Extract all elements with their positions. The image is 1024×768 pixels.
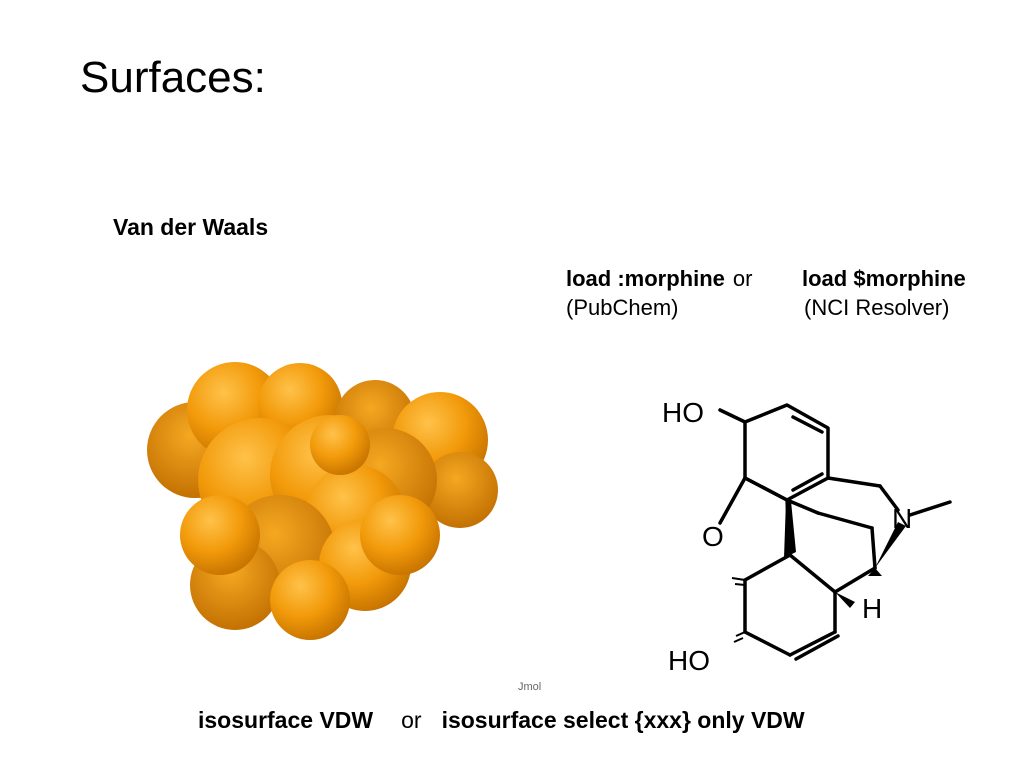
hydroxyl-label-bottom: HO bbox=[668, 645, 710, 676]
isosurface-vdw-command: isosurface VDW bbox=[198, 707, 374, 733]
vdw-blob bbox=[147, 362, 498, 640]
source-row: (PubChem) (NCI Resolver) bbox=[566, 293, 949, 322]
command-row: load :morphine or load $morphine bbox=[566, 264, 966, 293]
jmol-watermark: Jmol bbox=[518, 681, 542, 693]
nci-load-command: load $morphine bbox=[802, 266, 966, 291]
morphine-structure-diagram: HO O N H HO bbox=[662, 397, 952, 676]
or-text-bottom: or bbox=[401, 707, 422, 733]
hydroxyl-label-top: HO bbox=[662, 397, 704, 428]
pubchem-load-command: load :morphine bbox=[566, 266, 725, 291]
nci-source: (NCI Resolver) bbox=[804, 295, 950, 320]
isosurface-commands: isosurface VDW or isosurface select {xxx} … bbox=[198, 707, 805, 734]
subtitle: Van der Waals bbox=[113, 214, 269, 240]
pubchem-source: (PubChem) bbox=[566, 295, 679, 320]
hydrogen-label: H bbox=[862, 593, 882, 624]
vdw-surface-image bbox=[147, 362, 498, 640]
nitrogen-label: N bbox=[892, 503, 912, 534]
load-commands: load :morphine or load $morphine (PubChem)… bbox=[566, 264, 966, 322]
oxygen-label: O bbox=[702, 521, 724, 552]
slide-title: Surfaces: bbox=[80, 53, 266, 102]
isosurface-select-command: isosurface select {xxx} only VDW bbox=[441, 707, 805, 733]
or-text: or bbox=[732, 266, 753, 291]
